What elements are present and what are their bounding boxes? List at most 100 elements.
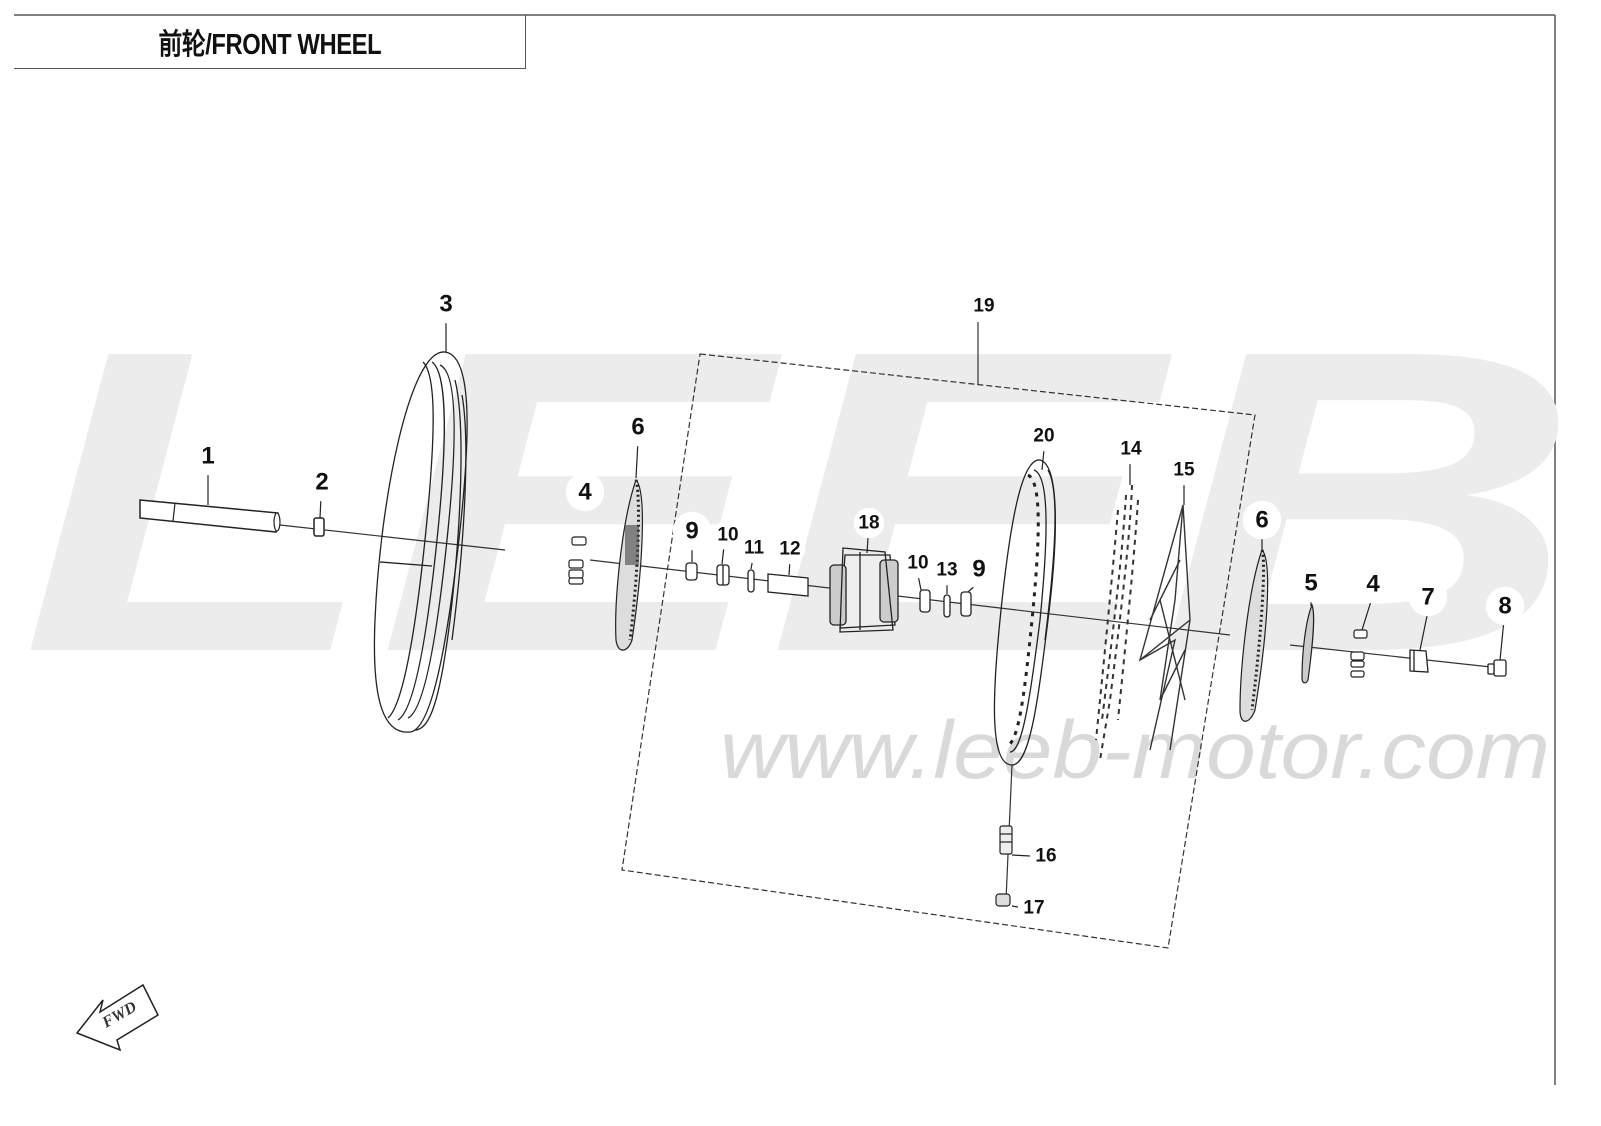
callout-c2: 2 — [302, 462, 342, 502]
callout-number: 6 — [631, 414, 644, 441]
spoke-nipples-part — [1138, 504, 1191, 751]
callout-c20: 20 — [1028, 420, 1060, 452]
callout-c14: 14 — [1115, 433, 1147, 465]
bolts-right-part — [1350, 629, 1368, 678]
callout-number: 16 — [1035, 846, 1056, 867]
callout-badge — [712, 519, 744, 551]
callout-number: 10 — [907, 553, 928, 574]
callout-badge — [565, 472, 605, 512]
callout-badge — [1353, 564, 1393, 604]
callout-c13: 13 — [931, 554, 963, 586]
callout-number: 6 — [1255, 507, 1268, 534]
leader-7 — [1419, 610, 1429, 651]
cover-plate-part — [1301, 603, 1315, 684]
callout-badge — [1408, 577, 1448, 617]
callout-badge — [931, 554, 963, 586]
spokes-part — [1095, 484, 1139, 761]
callout-badge — [188, 436, 228, 476]
leader-8 — [1499, 619, 1505, 661]
callout-badge — [968, 290, 1000, 322]
valve-cap-part — [995, 893, 1011, 907]
callout-number: 8 — [1498, 593, 1511, 620]
leader-4-right — [1361, 597, 1373, 631]
callout-badge — [959, 549, 999, 589]
callout-number: 10 — [717, 525, 738, 546]
callout-c7: 7 — [1408, 577, 1448, 617]
callout-number: 13 — [936, 560, 957, 581]
bearing-stack-right-part — [919, 589, 972, 618]
callout-number: 3 — [439, 291, 452, 318]
callout-number: 20 — [1033, 426, 1054, 447]
callout-c17: 17 — [1018, 892, 1050, 924]
callout-number: 17 — [1023, 898, 1044, 919]
callout-c15: 15 — [1168, 454, 1200, 486]
callout-number: 4 — [1366, 571, 1380, 598]
callout-badge — [1030, 840, 1062, 872]
watermark-logo: LEEB — [20, 262, 1580, 742]
callout-badge — [1485, 586, 1525, 626]
hub-part — [829, 547, 899, 633]
callout-badge — [1028, 420, 1060, 452]
valve-part — [999, 825, 1013, 855]
callout-number: 12 — [779, 539, 800, 560]
spacer-part — [313, 517, 325, 537]
axle-part — [139, 499, 281, 533]
callout-number: 4 — [578, 479, 592, 506]
leader-20 — [1041, 449, 1045, 471]
callout-number: 1 — [201, 443, 214, 470]
page-title: 前轮/FRONT WHEEL — [158, 28, 381, 61]
axle-nut-part — [1409, 649, 1429, 673]
callout-badge — [1168, 454, 1200, 486]
callout-c10b: 10 — [902, 547, 934, 579]
leader-6-left — [635, 440, 639, 479]
callout-badge — [618, 407, 658, 447]
callout-number: 7 — [1421, 584, 1434, 611]
callout-number: 9 — [972, 556, 985, 583]
callout-badge — [853, 507, 885, 539]
callout-badge — [426, 284, 466, 324]
callout-c8: 8 — [1485, 586, 1525, 626]
tire-part — [373, 351, 468, 733]
bearing-stack-left-part — [685, 562, 809, 597]
callout-number: 14 — [1120, 439, 1142, 460]
callout-badge — [1242, 500, 1282, 540]
callout-number: 2 — [315, 469, 328, 496]
callout-number: 9 — [685, 518, 698, 545]
callout-c4b: 4 — [1353, 564, 1393, 604]
bolts-left-part — [568, 536, 587, 585]
forward-direction-arrow: FWD — [75, 983, 159, 1052]
callout-badge — [672, 511, 712, 551]
callout-c18: 18 — [853, 507, 885, 539]
leader-17 — [1011, 905, 1019, 908]
watermark-url: www.leeb-motor.com — [720, 705, 1550, 796]
callout-badge — [902, 547, 934, 579]
leader-18 — [866, 537, 869, 554]
wheel-assembly-boundary — [621, 353, 1256, 949]
callout-c6a: 6 — [618, 407, 658, 447]
callout-c4a: 4 — [565, 472, 605, 512]
callout-badge — [1018, 892, 1050, 924]
callout-badge — [1115, 433, 1147, 465]
callout-number: 5 — [1304, 570, 1317, 597]
callout-c19: 19 — [968, 290, 1000, 322]
callout-c1: 1 — [188, 436, 228, 476]
callout-badge — [738, 532, 770, 564]
callout-c9a: 9 — [672, 511, 712, 551]
callout-number: 11 — [744, 538, 765, 559]
callout-c11: 11 — [738, 532, 770, 564]
brake-disc-left-part — [615, 478, 643, 651]
callout-c6b: 6 — [1242, 500, 1282, 540]
callout-number: 15 — [1173, 460, 1195, 481]
callout-c12: 12 — [774, 533, 806, 565]
callout-c9b: 9 — [959, 549, 999, 589]
callout-c5: 5 — [1291, 563, 1331, 603]
callout-number: 19 — [973, 296, 994, 317]
callout-badge — [774, 533, 806, 565]
brake-disc-right-part — [1239, 548, 1269, 722]
callout-c3: 3 — [426, 284, 466, 324]
leader-16 — [1011, 854, 1031, 857]
title-box: 前轮/FRONT WHEEL — [14, 15, 526, 69]
